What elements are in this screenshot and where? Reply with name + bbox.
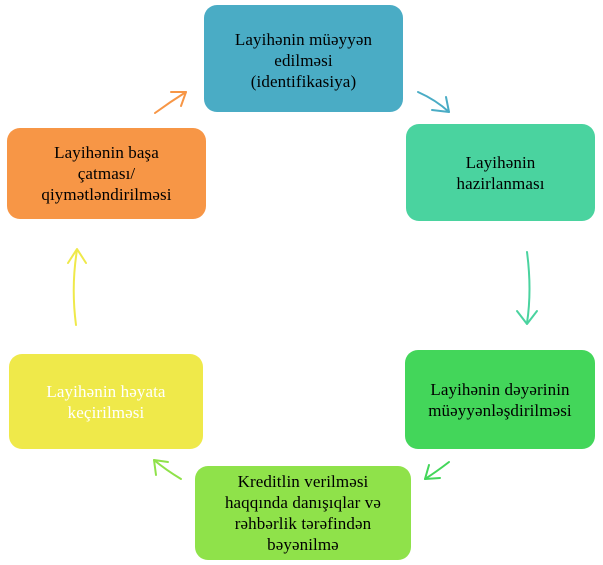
step-completion-evaluation-label: Layihənin başa çatması/ qiymətləndirilmə… bbox=[41, 143, 172, 204]
arrow-completion-to-identification bbox=[154, 91, 187, 114]
step-identification-label: Layihənin müəyyən edilməsi (identifikasi… bbox=[234, 30, 373, 91]
step-valuation-label: Layihənin dəyərinin müəyyənləşdirilməsi bbox=[428, 379, 572, 420]
arrow-credit-to-implementation bbox=[153, 459, 182, 480]
arrow-preparation-to-valuation bbox=[516, 251, 538, 325]
step-credit-negotiation-label: Kreditlin verilməsi haqqında danışıqlar … bbox=[224, 472, 382, 554]
step-completion-evaluation: Layihənin başa çatması/ qiymətləndirilmə… bbox=[7, 128, 206, 219]
arrow-identification-to-preparation bbox=[417, 91, 450, 113]
step-implementation: Layihənin həyata keçirilməsi bbox=[9, 354, 203, 449]
step-preparation-label: Layihənin hazirlanması bbox=[456, 152, 545, 193]
arrow-implementation-to-completion bbox=[67, 248, 87, 326]
step-credit-negotiation: Kreditlin verilməsi haqqında danışıqlar … bbox=[195, 466, 411, 560]
arrow-valuation-to-credit bbox=[424, 461, 450, 480]
step-implementation-label: Layihənin həyata keçirilməsi bbox=[46, 381, 166, 422]
step-preparation: Layihənin hazirlanması bbox=[406, 124, 595, 221]
step-valuation: Layihənin dəyərinin müəyyənləşdirilməsi bbox=[405, 350, 595, 449]
step-identification: Layihənin müəyyən edilməsi (identifikasi… bbox=[204, 5, 403, 112]
